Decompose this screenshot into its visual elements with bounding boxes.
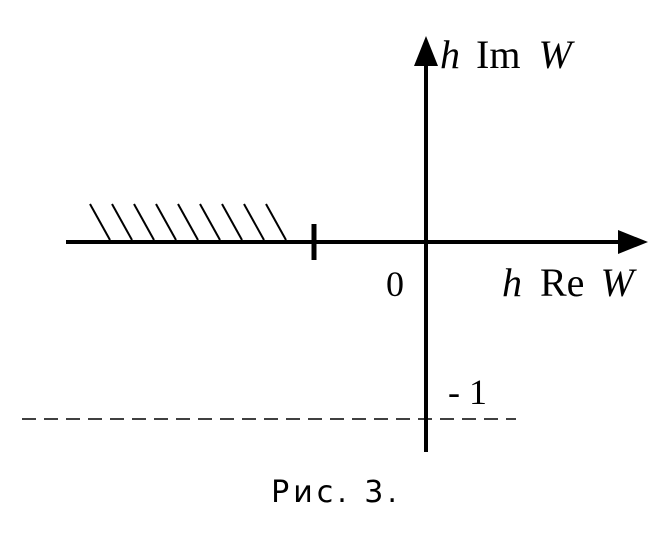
imaginary-axis-label-op: Im — [476, 32, 520, 77]
origin-label: 0 — [386, 264, 404, 304]
hatch-line — [199, 203, 221, 241]
hatch-line — [177, 203, 199, 241]
hatch-line — [155, 203, 177, 241]
hatch-line — [265, 203, 287, 241]
figure-caption: Рис. 3. — [271, 475, 401, 510]
hatch-line — [243, 203, 265, 241]
real-axis-label-op: Re — [540, 260, 584, 305]
imaginary-axis-label-func: W — [538, 32, 575, 77]
level-label: - 1 — [448, 372, 487, 412]
hatch-line — [89, 203, 111, 241]
imaginary-axis-arrow — [414, 36, 438, 66]
hatch-line — [133, 203, 155, 241]
hatch-line — [221, 203, 243, 241]
real-axis-label: h Re W — [502, 260, 637, 305]
real-axis-label-func: W — [600, 260, 637, 305]
hatched-region — [89, 203, 287, 241]
hatch-line — [111, 203, 133, 241]
real-axis-label-var: h — [502, 260, 522, 305]
real-axis-arrow — [618, 230, 648, 254]
imaginary-axis-label: h Im W — [440, 32, 575, 77]
imaginary-axis-label-var: h — [440, 32, 460, 77]
